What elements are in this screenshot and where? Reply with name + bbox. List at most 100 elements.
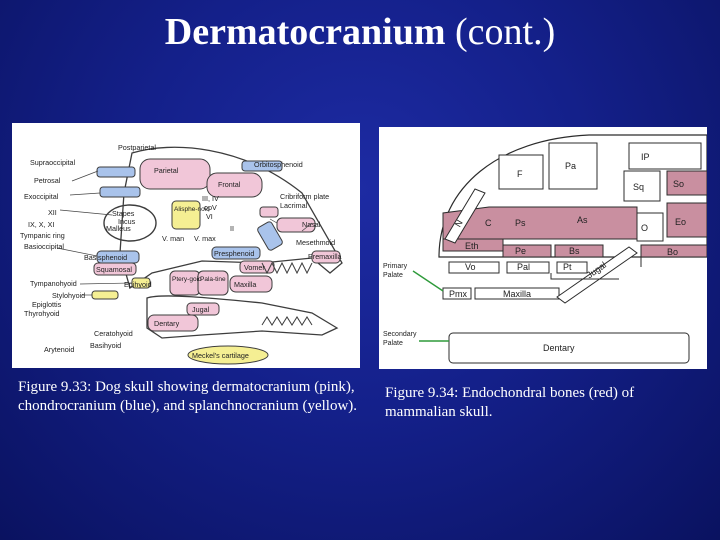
teeth — [261, 261, 313, 326]
label-frontal: Frontal — [218, 180, 241, 189]
label-premaxilla: Premaxilla — [308, 252, 342, 261]
label-incus: Incus — [118, 217, 136, 226]
label-opv: opV — [204, 203, 217, 212]
label-maxilla: Maxilla — [503, 289, 531, 299]
pterygoid-bone — [169, 270, 201, 296]
pa-box — [548, 142, 598, 190]
connector-lines — [550, 257, 642, 280]
label-tympanohyoid: Tympanohyoid — [30, 279, 77, 288]
label-vman: V. man — [162, 234, 184, 243]
jugal-bar — [556, 246, 638, 304]
figure1-caption: Figure 9.33: Dog skull showing dermatocr… — [18, 379, 358, 414]
label-dentary: Dentary — [154, 319, 180, 328]
label-vmax: V. max — [194, 234, 216, 243]
presphenoid-bone — [211, 246, 261, 260]
label-ip: IP — [641, 152, 650, 162]
label-meckels-cartilage: Meckel's cartilage — [192, 351, 249, 360]
supraoccipital-bone — [96, 166, 136, 178]
bo-box — [640, 244, 707, 258]
label-orbitosphenoid: Orbitosphenoid — [254, 160, 303, 169]
jugal-bone — [186, 302, 220, 316]
label-sq: Sq — [633, 182, 644, 192]
label-pa: Pa — [565, 161, 576, 171]
label-lacrimal: Lacrimal — [280, 201, 308, 210]
o-box — [636, 212, 664, 242]
label-pal: Pal — [517, 262, 530, 272]
label-pmx: Pmx — [449, 289, 468, 299]
mammal-skull-figure: Pa IP F Sq So N C Ps As Eo O Eth Pe Bs P… — [379, 127, 707, 369]
palatine-bone — [197, 270, 229, 296]
label-c: C — [485, 218, 492, 228]
label-n: N — [453, 218, 465, 229]
maxilla-bone — [229, 275, 273, 293]
label-thyrohyoid: Thyrohyoid — [24, 309, 60, 318]
label-ix-x-xi: IX, X, XI — [28, 220, 54, 229]
label-palatine: Pala-tine — [200, 276, 226, 283]
label-secondary-palate-line2: Palate — [383, 340, 403, 347]
label-so: So — [673, 179, 684, 189]
label-ps: Ps — [515, 218, 526, 228]
label-basisphenoid: Basisphenoid — [84, 253, 127, 262]
label-basihyoid: Basihyoid — [90, 341, 121, 350]
label-bo: Bo — [667, 247, 678, 257]
label-nasal: Nasal — [302, 220, 321, 229]
label-supraoccipital: Supraoccipital — [30, 158, 76, 167]
cranium-outline — [119, 146, 343, 290]
eo-box — [666, 202, 707, 238]
label-cribriform-plate: Cribriform plate — [280, 192, 329, 201]
title-main: Dermatocranium — [164, 11, 446, 53]
label-primary-palate-line1: Primary — [383, 263, 408, 270]
pmx-box — [442, 287, 472, 300]
label-o: O — [641, 223, 648, 233]
petrosal-bone — [99, 186, 141, 198]
label-f: F — [517, 169, 523, 179]
ip-box — [628, 142, 702, 170]
label-maxilla: Maxilla — [234, 280, 256, 289]
label-pt: Pt — [563, 262, 572, 272]
frontal-bone — [206, 172, 263, 198]
label-iii-iv: III, IV — [202, 194, 219, 203]
label-alisphenoid: Alisphe-noid — [174, 206, 210, 213]
orbitosphenoid-bone — [241, 160, 283, 172]
label-arytenoid: Arytenoid — [44, 345, 74, 354]
label-stylohyoid: Stylohyoid — [52, 291, 85, 300]
meckels-cartilage-shape — [187, 345, 269, 365]
premaxilla-bone — [311, 250, 341, 264]
label-jugal: Jugal — [192, 305, 210, 314]
label-eo: Eo — [675, 217, 686, 227]
pt-box — [556, 261, 588, 274]
label-pterygoid: Ptery-goid — [172, 276, 202, 283]
label-xii: XII — [48, 208, 57, 217]
n-bar — [444, 188, 486, 244]
label-pe: Pe — [515, 246, 526, 256]
label-secondary-palate-line1: Secondary — [383, 331, 417, 338]
dentary-box — [448, 332, 690, 364]
label-epihyoid: Epihyoid — [124, 280, 152, 289]
middle-ear-circle — [103, 204, 157, 242]
leader-lines — [56, 170, 313, 296]
vo-box — [448, 261, 500, 274]
dog-skull-figure: Postparietal Supraoccipital Parietal Orb… — [12, 123, 360, 368]
label-dentary: Dentary — [543, 343, 575, 353]
label-tympanic-ring: Tympanic ring — [20, 231, 65, 240]
pe-box — [502, 244, 552, 258]
red-band — [442, 206, 638, 240]
label-ceratohyoid: Ceratohyoid — [94, 329, 133, 338]
parietal-bone — [139, 158, 211, 190]
label-stapes: Stapes — [112, 209, 135, 218]
green-pointers — [412, 270, 449, 342]
mesethmoid-bone — [257, 221, 283, 251]
sq-box — [623, 170, 661, 202]
label-presphenoid: Presphenoid — [214, 249, 254, 258]
mammal-skull-diagram: Pa IP F Sq So N C Ps As Eo O Eth Pe Bs P… — [383, 134, 707, 364]
label-primary-palate-line2: Palate — [383, 272, 403, 279]
label-eth: Eth — [465, 241, 479, 251]
mandible-outline — [146, 295, 339, 339]
label-mesethmoid: Mesethmoid — [296, 238, 335, 247]
slide-title: Dermatocranium (cont.) — [0, 8, 720, 56]
bs-box — [554, 244, 604, 258]
label-vomer: Vomer — [244, 263, 265, 272]
f-box — [498, 154, 544, 190]
so-box — [666, 170, 707, 196]
label-parietal: Parietal — [154, 166, 179, 175]
